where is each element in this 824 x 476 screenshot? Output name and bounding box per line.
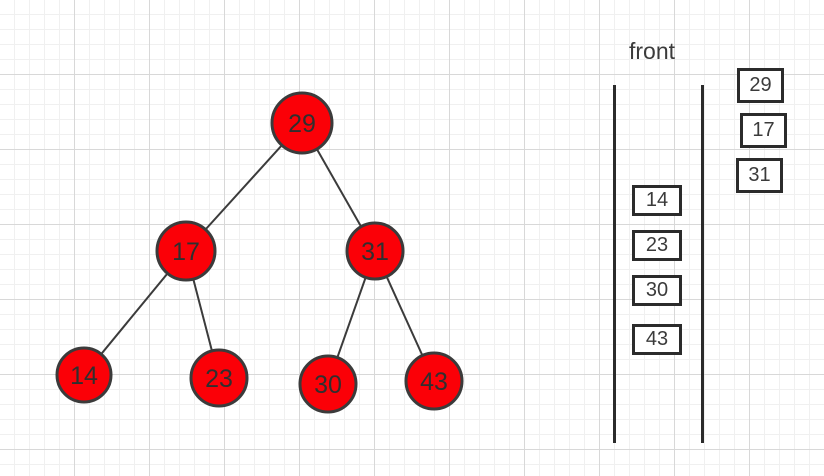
node-label: 31: [361, 238, 389, 266]
tree-node-43[interactable]: 43: [404, 351, 464, 411]
front-label: front: [629, 38, 676, 64]
queue-item-30[interactable]: 30: [632, 275, 682, 306]
node-label: 43: [420, 368, 448, 396]
output-item-17[interactable]: 17: [740, 113, 787, 148]
tree-node-31[interactable]: 31: [345, 221, 405, 281]
node-circle[interactable]: [270, 91, 334, 155]
node-circle[interactable]: [404, 351, 464, 411]
node-label: 30: [314, 371, 342, 399]
output-item-29[interactable]: 29: [737, 68, 784, 103]
node-label: 23: [205, 365, 233, 393]
node-label: 17: [172, 238, 200, 266]
tree-node-17[interactable]: 17: [155, 220, 217, 282]
tree-node-29[interactable]: 29: [270, 91, 334, 155]
queue-item-14[interactable]: 14: [632, 185, 682, 216]
node-circle[interactable]: [345, 221, 405, 281]
tree-node-14[interactable]: 14: [55, 346, 113, 404]
node-label: 14: [70, 362, 98, 390]
node-circle[interactable]: [55, 346, 113, 404]
queue-rail-right: [701, 85, 704, 443]
node-circle[interactable]: [155, 220, 217, 282]
queue-rail-left: [613, 85, 616, 443]
tree-node-30[interactable]: 30: [298, 354, 358, 414]
queue-item-43[interactable]: 43: [632, 324, 682, 355]
node-circle[interactable]: [298, 354, 358, 414]
tree-node-23[interactable]: 23: [189, 348, 249, 408]
queue-item-23[interactable]: 23: [632, 230, 682, 261]
node-label: 29: [288, 110, 316, 138]
node-circle[interactable]: [189, 348, 249, 408]
output-item-31[interactable]: 31: [736, 158, 783, 193]
